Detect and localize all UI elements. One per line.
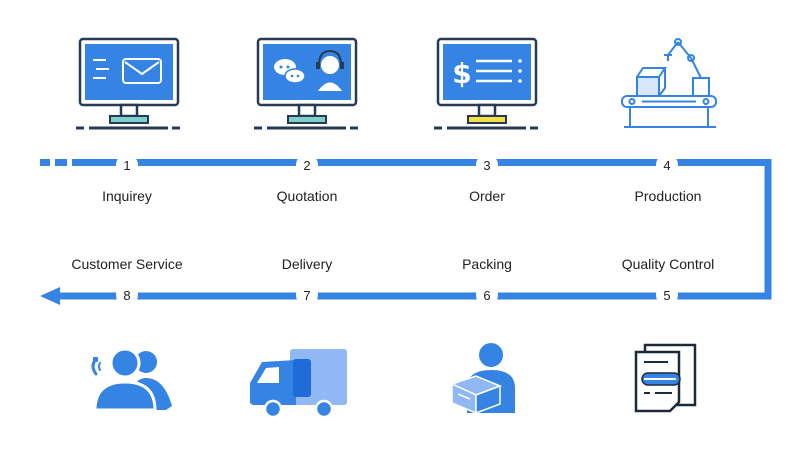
step-label-customer-service: Customer Service [71, 256, 183, 272]
step-number: 8 [123, 288, 130, 303]
step-number: 1 [123, 158, 130, 173]
step-label-order: Order [469, 188, 505, 204]
customer-service-users-icon [91, 347, 172, 412]
step-marker-1: 1 [116, 154, 138, 176]
step-marker-8: 8 [116, 284, 138, 306]
step-marker-6: 6 [476, 284, 498, 306]
step-number: 2 [303, 158, 310, 173]
flow-line [58, 159, 772, 300]
flow-start-dash [55, 159, 67, 166]
delivery-truck-icon [250, 349, 347, 419]
step-label-production: Production [634, 188, 702, 204]
step-label-quotation: Quotation [276, 188, 338, 204]
step-label-inquiry: Inquirey [102, 188, 152, 204]
step-number: 5 [663, 288, 670, 303]
flow-arrowhead [40, 287, 60, 305]
step-number: 3 [483, 158, 490, 173]
svg-text:$: $ [452, 57, 471, 90]
step-markers: 1 2 3 4 5 6 7 8 [116, 154, 678, 306]
step-label-packing: Packing [462, 256, 512, 272]
step-number: 6 [483, 288, 490, 303]
chat-support-monitor-icon [254, 37, 358, 130]
step-label-quality-control: Quality Control [621, 256, 715, 272]
step-marker-3: 3 [476, 154, 498, 176]
step-marker-7: 7 [296, 284, 318, 306]
email-monitor-icon [76, 37, 180, 130]
quality-document-icon [634, 343, 697, 413]
step-marker-4: 4 [656, 154, 678, 176]
person-carrying-box-icon [449, 343, 515, 415]
step-number: 7 [303, 288, 310, 303]
step-label-delivery: Delivery [281, 256, 333, 272]
flow-path [40, 159, 772, 305]
flow-start-dash [40, 159, 50, 166]
robot-arm-production-icon [621, 38, 717, 128]
order-monitor-icon: $ [434, 37, 538, 130]
step-number: 4 [663, 158, 670, 173]
step-marker-5: 5 [656, 284, 678, 306]
step-marker-2: 2 [296, 154, 318, 176]
